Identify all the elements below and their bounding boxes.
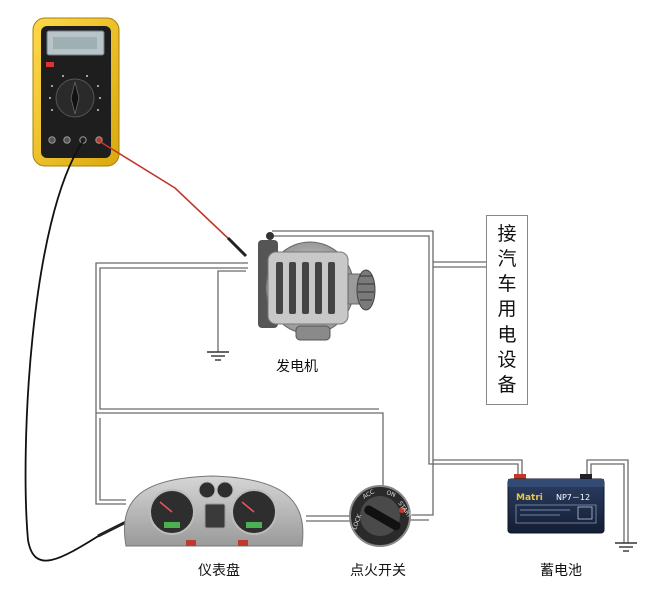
consumers-char: 用 — [497, 298, 517, 321]
wire-loop-outer — [95, 262, 384, 505]
meter-jack-com — [79, 136, 87, 144]
ground-symbol-battery — [615, 542, 637, 552]
meter-jack-2 — [63, 136, 71, 144]
wire-battery-ground — [586, 459, 629, 543]
consumers-box: 接 汽 车 用 电 设 备 — [486, 215, 528, 405]
consumers-char: 电 — [497, 323, 517, 346]
meter-jack-1 — [48, 136, 56, 144]
ignition-pos-on: ON — [385, 489, 396, 499]
ground-symbol-generator — [207, 351, 229, 361]
ignition-switch: LOCK ACC ON START — [349, 485, 413, 547]
wire-dash-switch — [306, 515, 350, 522]
dashboard — [124, 475, 304, 547]
wire-loop-inner — [99, 267, 379, 501]
dashboard-label: 仪表盘 — [198, 563, 240, 579]
battery-label: 蓄电池 — [540, 563, 582, 579]
wire-switch-bus — [410, 460, 434, 521]
battery-model: NP7－12 — [556, 493, 590, 502]
consumers-char: 设 — [497, 348, 517, 371]
ignition-key — [364, 505, 401, 531]
consumers-char: 汽 — [497, 248, 517, 271]
generator — [258, 232, 376, 341]
wiring-harness — [95, 230, 629, 543]
probe-wire-black — [24, 140, 101, 562]
multimeter — [32, 17, 120, 167]
probe-wire-red — [98, 140, 233, 243]
wire-gen-right-inner — [272, 235, 519, 476]
consumers-char: 备 — [497, 373, 517, 396]
ignition-switch-label: 点火开关 — [350, 563, 406, 579]
battery-brand: Matri — [516, 493, 543, 503]
consumers-char: 车 — [497, 273, 517, 296]
consumers-char: 接 — [497, 223, 517, 246]
generator-label: 发电机 — [276, 359, 318, 375]
wire-gen-ground — [217, 270, 246, 352]
battery: Matri NP7－12 — [507, 474, 605, 534]
probe-tip-red — [226, 236, 248, 258]
wire-consumers — [433, 261, 486, 268]
probe-tip-black — [97, 520, 127, 538]
